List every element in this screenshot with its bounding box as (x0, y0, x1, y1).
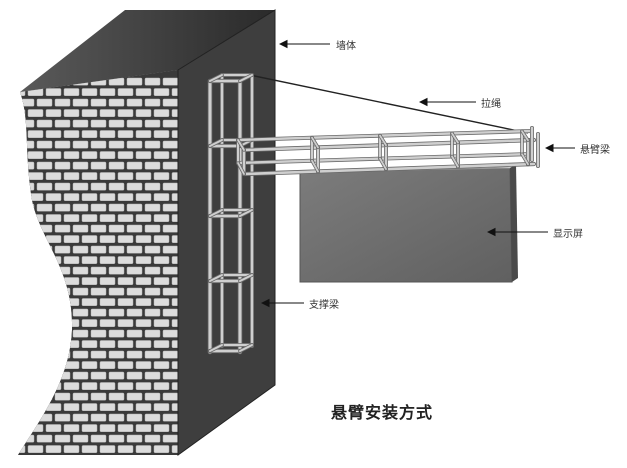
display-screen (299, 164, 518, 283)
label-cantilever-beam: 悬臂梁 (580, 145, 610, 156)
label-support-beam: 支撑梁 (309, 300, 339, 311)
brick-pattern (18, 70, 178, 455)
label-wall: 墙体 (336, 41, 356, 52)
label-display-screen: 显示屏 (553, 229, 583, 240)
diagram-caption: 悬臂安装方式 (331, 403, 434, 422)
wall-top-face (20, 10, 275, 92)
leader-lines (260, 39, 575, 308)
cantilever-beam-frame (236, 126, 540, 177)
support-beam-frame (207, 73, 254, 355)
pull-rope (244, 73, 529, 134)
label-pull-rope: 拉绳 (481, 99, 501, 110)
